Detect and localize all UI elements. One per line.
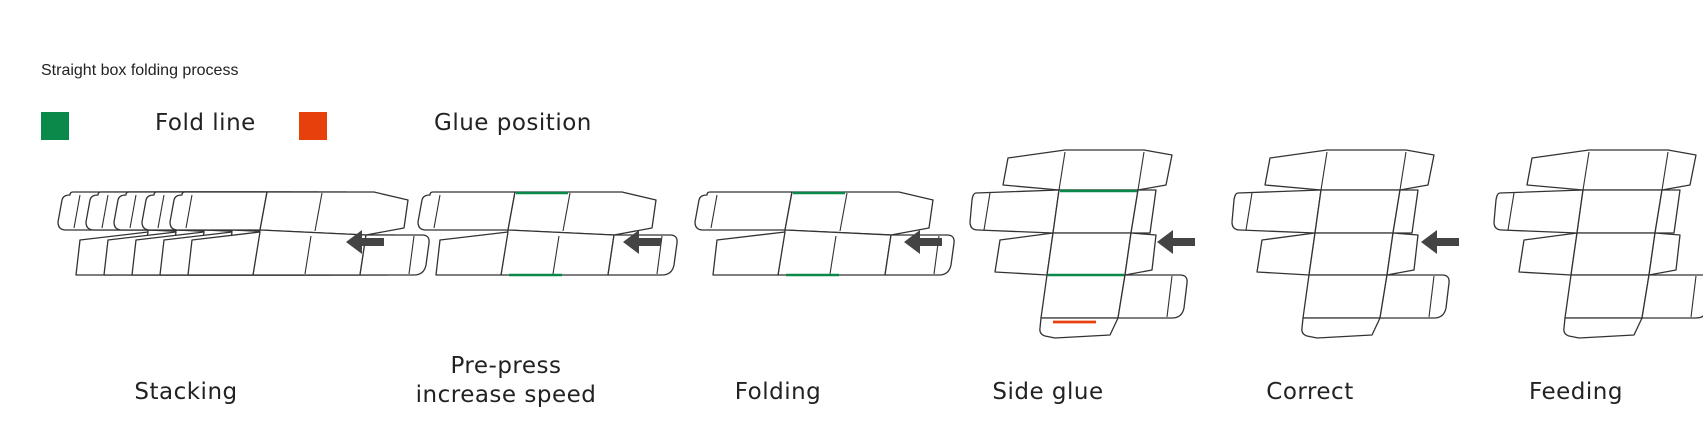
arrow-left-icon: [1157, 230, 1195, 254]
stage-label-pre-press: Pre-press increase speed: [415, 353, 597, 408]
stacking-stage-illustration: [57, 191, 430, 276]
glue-position-swatch: [299, 112, 327, 140]
pre-press-stage-illustration: [417, 191, 678, 277]
fold-line-legend-label: Fold line: [155, 110, 256, 136]
feeding-stage-illustration: [1493, 149, 1703, 339]
stage-label-correct: Correct: [1266, 379, 1354, 405]
stage-label-side-glue: Side glue: [992, 379, 1104, 405]
stage-label-feeding: Feeding: [1529, 379, 1623, 405]
fold-line-swatch: [41, 112, 69, 140]
glue-position-legend-label: Glue position: [434, 110, 592, 136]
folding-stage-illustration: [694, 191, 955, 277]
arrow-left-icon: [1421, 230, 1459, 254]
side-glue-stage-illustration: [969, 149, 1188, 339]
flow-arrows: [346, 230, 1459, 254]
arrow-left-icon: [904, 230, 942, 254]
side-glue-blank: [969, 149, 1188, 339]
diagram-title: Straight box folding process: [41, 62, 239, 79]
correct-stage-illustration: [1231, 149, 1450, 339]
stage-label-folding: Folding: [734, 379, 822, 405]
arrow-left-icon: [346, 230, 384, 254]
stage-label-stacking: Stacking: [134, 379, 238, 405]
correct-blank: [1231, 149, 1450, 339]
arrow-left-icon: [623, 230, 661, 254]
feeding-blank: [1493, 149, 1703, 339]
folding-blank: [694, 191, 955, 276]
